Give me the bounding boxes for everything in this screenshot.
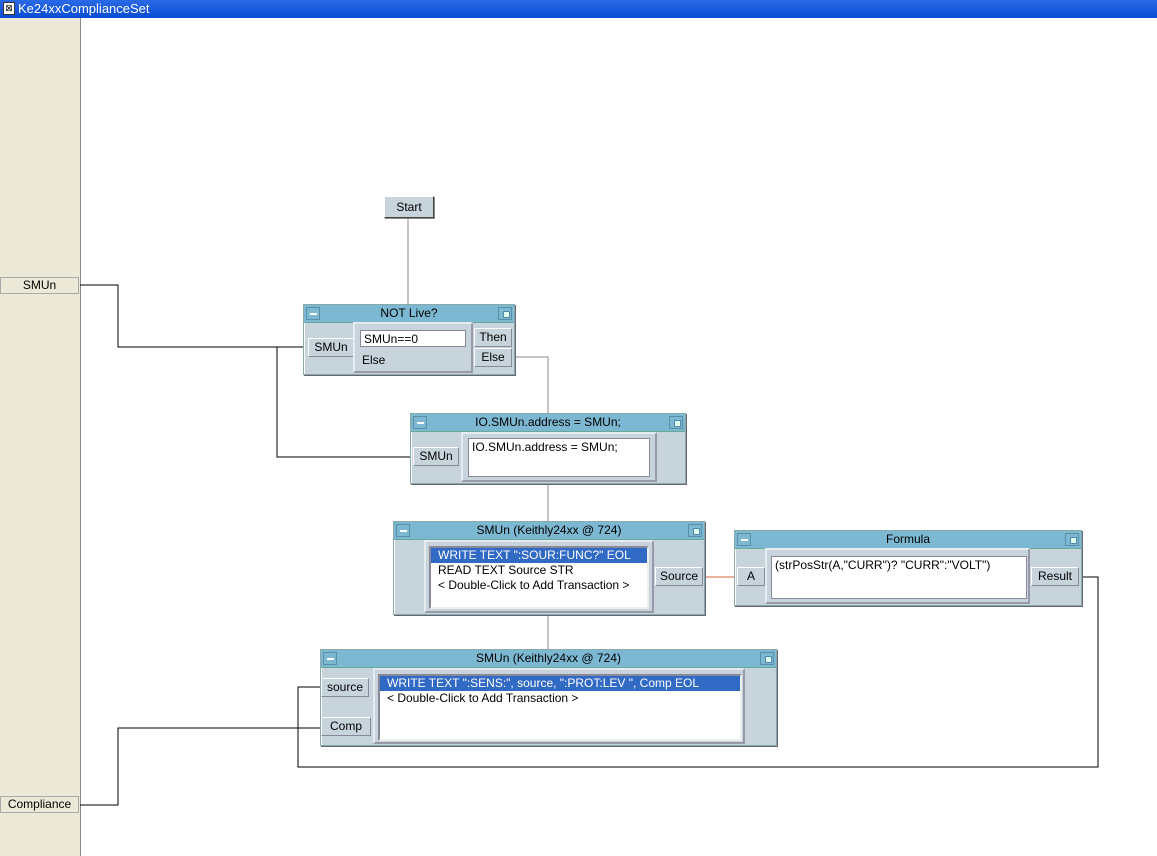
expression-panel: (strPosStr(A,"CURR")? "CURR":"VOLT") (765, 548, 1030, 604)
object-title: IO.SMUn.address = SMUn; (475, 415, 621, 429)
object-title-bar[interactable]: SMUn (Keithly24xx @ 724) (394, 522, 704, 540)
transaction-list[interactable]: WRITE TEXT ":SENS:", source, ":PROT:LEV … (378, 674, 742, 741)
input-pin-source[interactable]: source (321, 678, 369, 697)
window-title: Ke24xxComplianceSet (18, 1, 150, 16)
maximize-icon[interactable] (669, 416, 683, 429)
wire-result-to-source (297, 576, 1099, 768)
input-pin-smun[interactable]: SMUn (308, 338, 354, 357)
window-title-bar[interactable]: Ke24xxComplianceSet (0, 0, 1157, 18)
minimize-icon[interactable] (306, 307, 320, 320)
else-label: Else (362, 353, 386, 367)
terminal-smun[interactable]: SMUn (0, 277, 79, 294)
wire-else-seq (515, 356, 549, 413)
expression-field[interactable]: IO.SMUn.address = SMUn; (468, 438, 650, 477)
direct-io-object-read[interactable]: SMUn (Keithly24xx @ 724) WRITE TEXT ":SO… (393, 521, 705, 615)
add-transaction-item[interactable]: < Double-Click to Add Transaction > (438, 578, 630, 592)
minimize-icon[interactable] (323, 652, 337, 665)
add-transaction-item[interactable]: < Double-Click to Add Transaction > (387, 691, 579, 705)
wire-smun-to-io (276, 347, 410, 458)
object-title-bar[interactable]: NOT Live? (304, 305, 514, 323)
condition-panel: SMUn==0 Else (353, 322, 473, 373)
input-pin-a[interactable]: A (737, 567, 765, 586)
maximize-icon[interactable] (688, 524, 702, 537)
terminal-compliance[interactable]: Compliance (0, 796, 79, 813)
object-title: SMUn (Keithly24xx @ 724) (476, 523, 622, 537)
maximize-icon[interactable] (1065, 533, 1079, 546)
transaction-panel: WRITE TEXT ":SENS:", source, ":PROT:LEV … (373, 668, 745, 744)
minimize-icon[interactable] (396, 524, 410, 537)
minimize-icon[interactable] (413, 416, 427, 429)
output-pin-else[interactable]: Else (474, 348, 512, 367)
maximize-icon[interactable] (760, 652, 774, 665)
wire-compliance-to-comp (80, 727, 320, 806)
maximize-icon[interactable] (498, 307, 512, 320)
object-title: Formula (885, 532, 930, 546)
formula-object-address[interactable]: IO.SMUn.address = SMUn; SMUn IO.SMUn.add… (410, 413, 686, 484)
object-title-bar[interactable]: IO.SMUn.address = SMUn; (411, 414, 685, 432)
output-pin-result[interactable]: Result (1031, 567, 1079, 586)
minimize-icon[interactable] (737, 533, 751, 546)
formula-object[interactable]: Formula A (strPosStr(A,"CURR")? "CURR":"… (734, 530, 1082, 606)
output-pin-source[interactable]: Source (655, 567, 703, 586)
object-title: NOT Live? (380, 306, 438, 320)
transaction-list[interactable]: WRITE TEXT ":SOUR:FUNC?" EOL READ TEXT S… (429, 546, 649, 609)
formula-expression-field[interactable]: (strPosStr(A,"CURR")? "CURR":"VOLT") (771, 556, 1027, 599)
input-pin-smun[interactable]: SMUn (413, 447, 459, 466)
if-then-else-object[interactable]: NOT Live? SMUn SMUn==0 Else Then Else (303, 304, 515, 375)
condition-field[interactable]: SMUn==0 (360, 330, 466, 347)
transaction-item[interactable]: WRITE TEXT ":SENS:", source, ":PROT:LEV … (380, 676, 740, 691)
wire-smun-to-if (80, 284, 303, 348)
expression-panel: IO.SMUn.address = SMUn; (461, 432, 657, 482)
direct-io-object-write[interactable]: SMUn (Keithly24xx @ 724) source Comp WRI… (320, 649, 777, 746)
vee-icon: ⊠ (3, 2, 15, 15)
object-title-bar[interactable]: Formula (735, 531, 1081, 549)
object-title: SMUn (Keithly24xx @ 724) (476, 651, 621, 665)
transaction-item[interactable]: WRITE TEXT ":SOUR:FUNC?" EOL (431, 548, 647, 563)
start-button[interactable]: Start (384, 196, 434, 218)
input-pin-comp[interactable]: Comp (321, 717, 371, 736)
output-pin-then[interactable]: Then (474, 328, 512, 347)
transaction-panel: WRITE TEXT ":SOUR:FUNC?" EOL READ TEXT S… (424, 540, 654, 613)
terminal-panel (0, 18, 81, 856)
object-title-bar[interactable]: SMUn (Keithly24xx @ 724) (321, 650, 776, 668)
transaction-item[interactable]: READ TEXT Source STR (438, 563, 574, 577)
